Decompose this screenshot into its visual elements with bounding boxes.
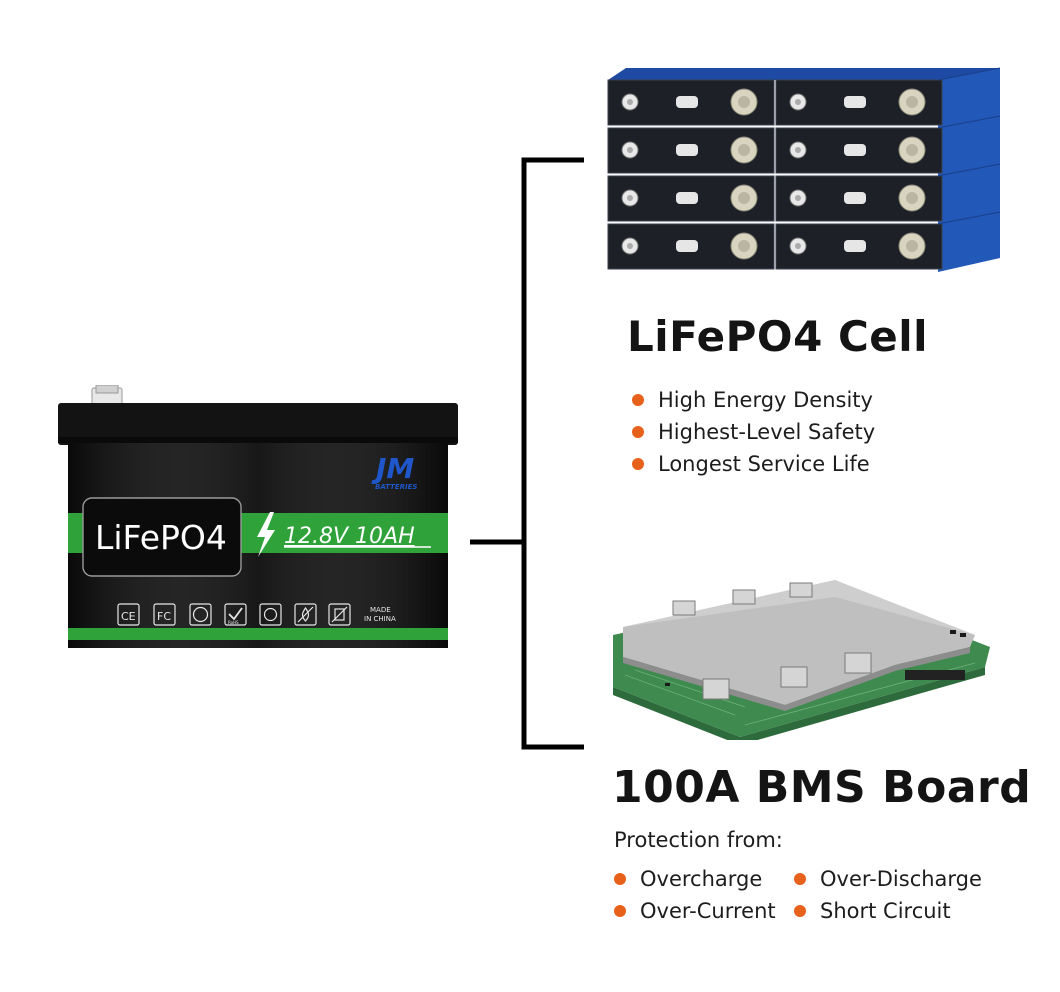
lifepo4-battery: LiFePO4 12.8V 10AH JM BATTERIES CE FC Ro… xyxy=(58,385,458,648)
cell-feature-item: Highest-Level Safety xyxy=(630,416,875,448)
svg-text:JM: JM xyxy=(371,452,414,485)
chemistry-label-panel xyxy=(82,497,242,577)
ce-mark-icon xyxy=(117,603,140,626)
fc-mark-icon xyxy=(153,603,176,626)
protection-list-right: Over-Discharge Short Circuit xyxy=(792,863,982,927)
cell-unit xyxy=(775,127,943,174)
protection-item: Short Circuit xyxy=(792,895,982,927)
no-bin-icon xyxy=(328,603,351,626)
recycle-icon xyxy=(259,603,282,626)
terminal-pads xyxy=(672,582,872,700)
no-fire-icon xyxy=(294,603,317,626)
protection-label: Protection from: xyxy=(614,828,783,852)
svg-text:CE: CE xyxy=(121,610,136,623)
connector-strip xyxy=(905,670,965,680)
ps-mark-icon xyxy=(189,603,212,626)
lifepo4-cell-stack xyxy=(607,67,1000,272)
svg-text:BATTERIES: BATTERIES xyxy=(375,483,417,491)
protection-item: Over-Discharge xyxy=(792,863,982,895)
cell-feature-list: High Energy Density Highest-Level Safety… xyxy=(630,384,875,480)
bullet-dot-icon xyxy=(614,905,626,917)
bullet-dot-icon xyxy=(632,394,644,406)
cell-feature-item: Longest Service Life xyxy=(630,448,875,480)
battery-lid xyxy=(58,403,458,445)
bullet-dot-icon xyxy=(632,426,644,438)
rohs-text: RoHS xyxy=(228,620,239,625)
certification-icons: CE FC RoHS xyxy=(117,603,351,626)
bullet-dot-icon xyxy=(632,458,644,470)
bullet-dot-icon xyxy=(794,873,806,885)
bms-board xyxy=(613,580,990,740)
cell-unit xyxy=(607,223,775,270)
svg-text:FC: FC xyxy=(157,610,171,623)
battery-spec-label: 12.8V 10AH xyxy=(284,524,415,549)
cell-unit xyxy=(775,79,943,126)
protection-item: Overcharge xyxy=(612,863,776,895)
cell-unit xyxy=(607,175,775,222)
bullet-dot-icon xyxy=(794,905,806,917)
cell-title: LiFePO4 Cell xyxy=(627,312,929,361)
battery-chemistry-label: LiFePO4 xyxy=(95,518,227,557)
cell-unit xyxy=(775,223,943,270)
cell-unit xyxy=(607,127,775,174)
bms-title: 100A BMS Board xyxy=(612,762,1032,813)
made-in-line2: IN CHINA xyxy=(364,615,396,623)
jm-batteries-logo: JM BATTERIES xyxy=(371,452,417,491)
cell-feature-item: High Energy Density xyxy=(630,384,875,416)
cell-stack-top xyxy=(608,68,1000,80)
protection-list-left: Overcharge Over-Current xyxy=(612,863,776,927)
rohs-check-icon xyxy=(224,603,247,626)
made-in-line1: MADE xyxy=(370,606,391,614)
connector-bracket xyxy=(470,157,584,750)
protection-item: Over-Current xyxy=(612,895,776,927)
cell-unit xyxy=(607,79,775,126)
cell-unit xyxy=(775,175,943,222)
lightning-icon xyxy=(257,512,275,557)
bullet-dot-icon xyxy=(614,873,626,885)
